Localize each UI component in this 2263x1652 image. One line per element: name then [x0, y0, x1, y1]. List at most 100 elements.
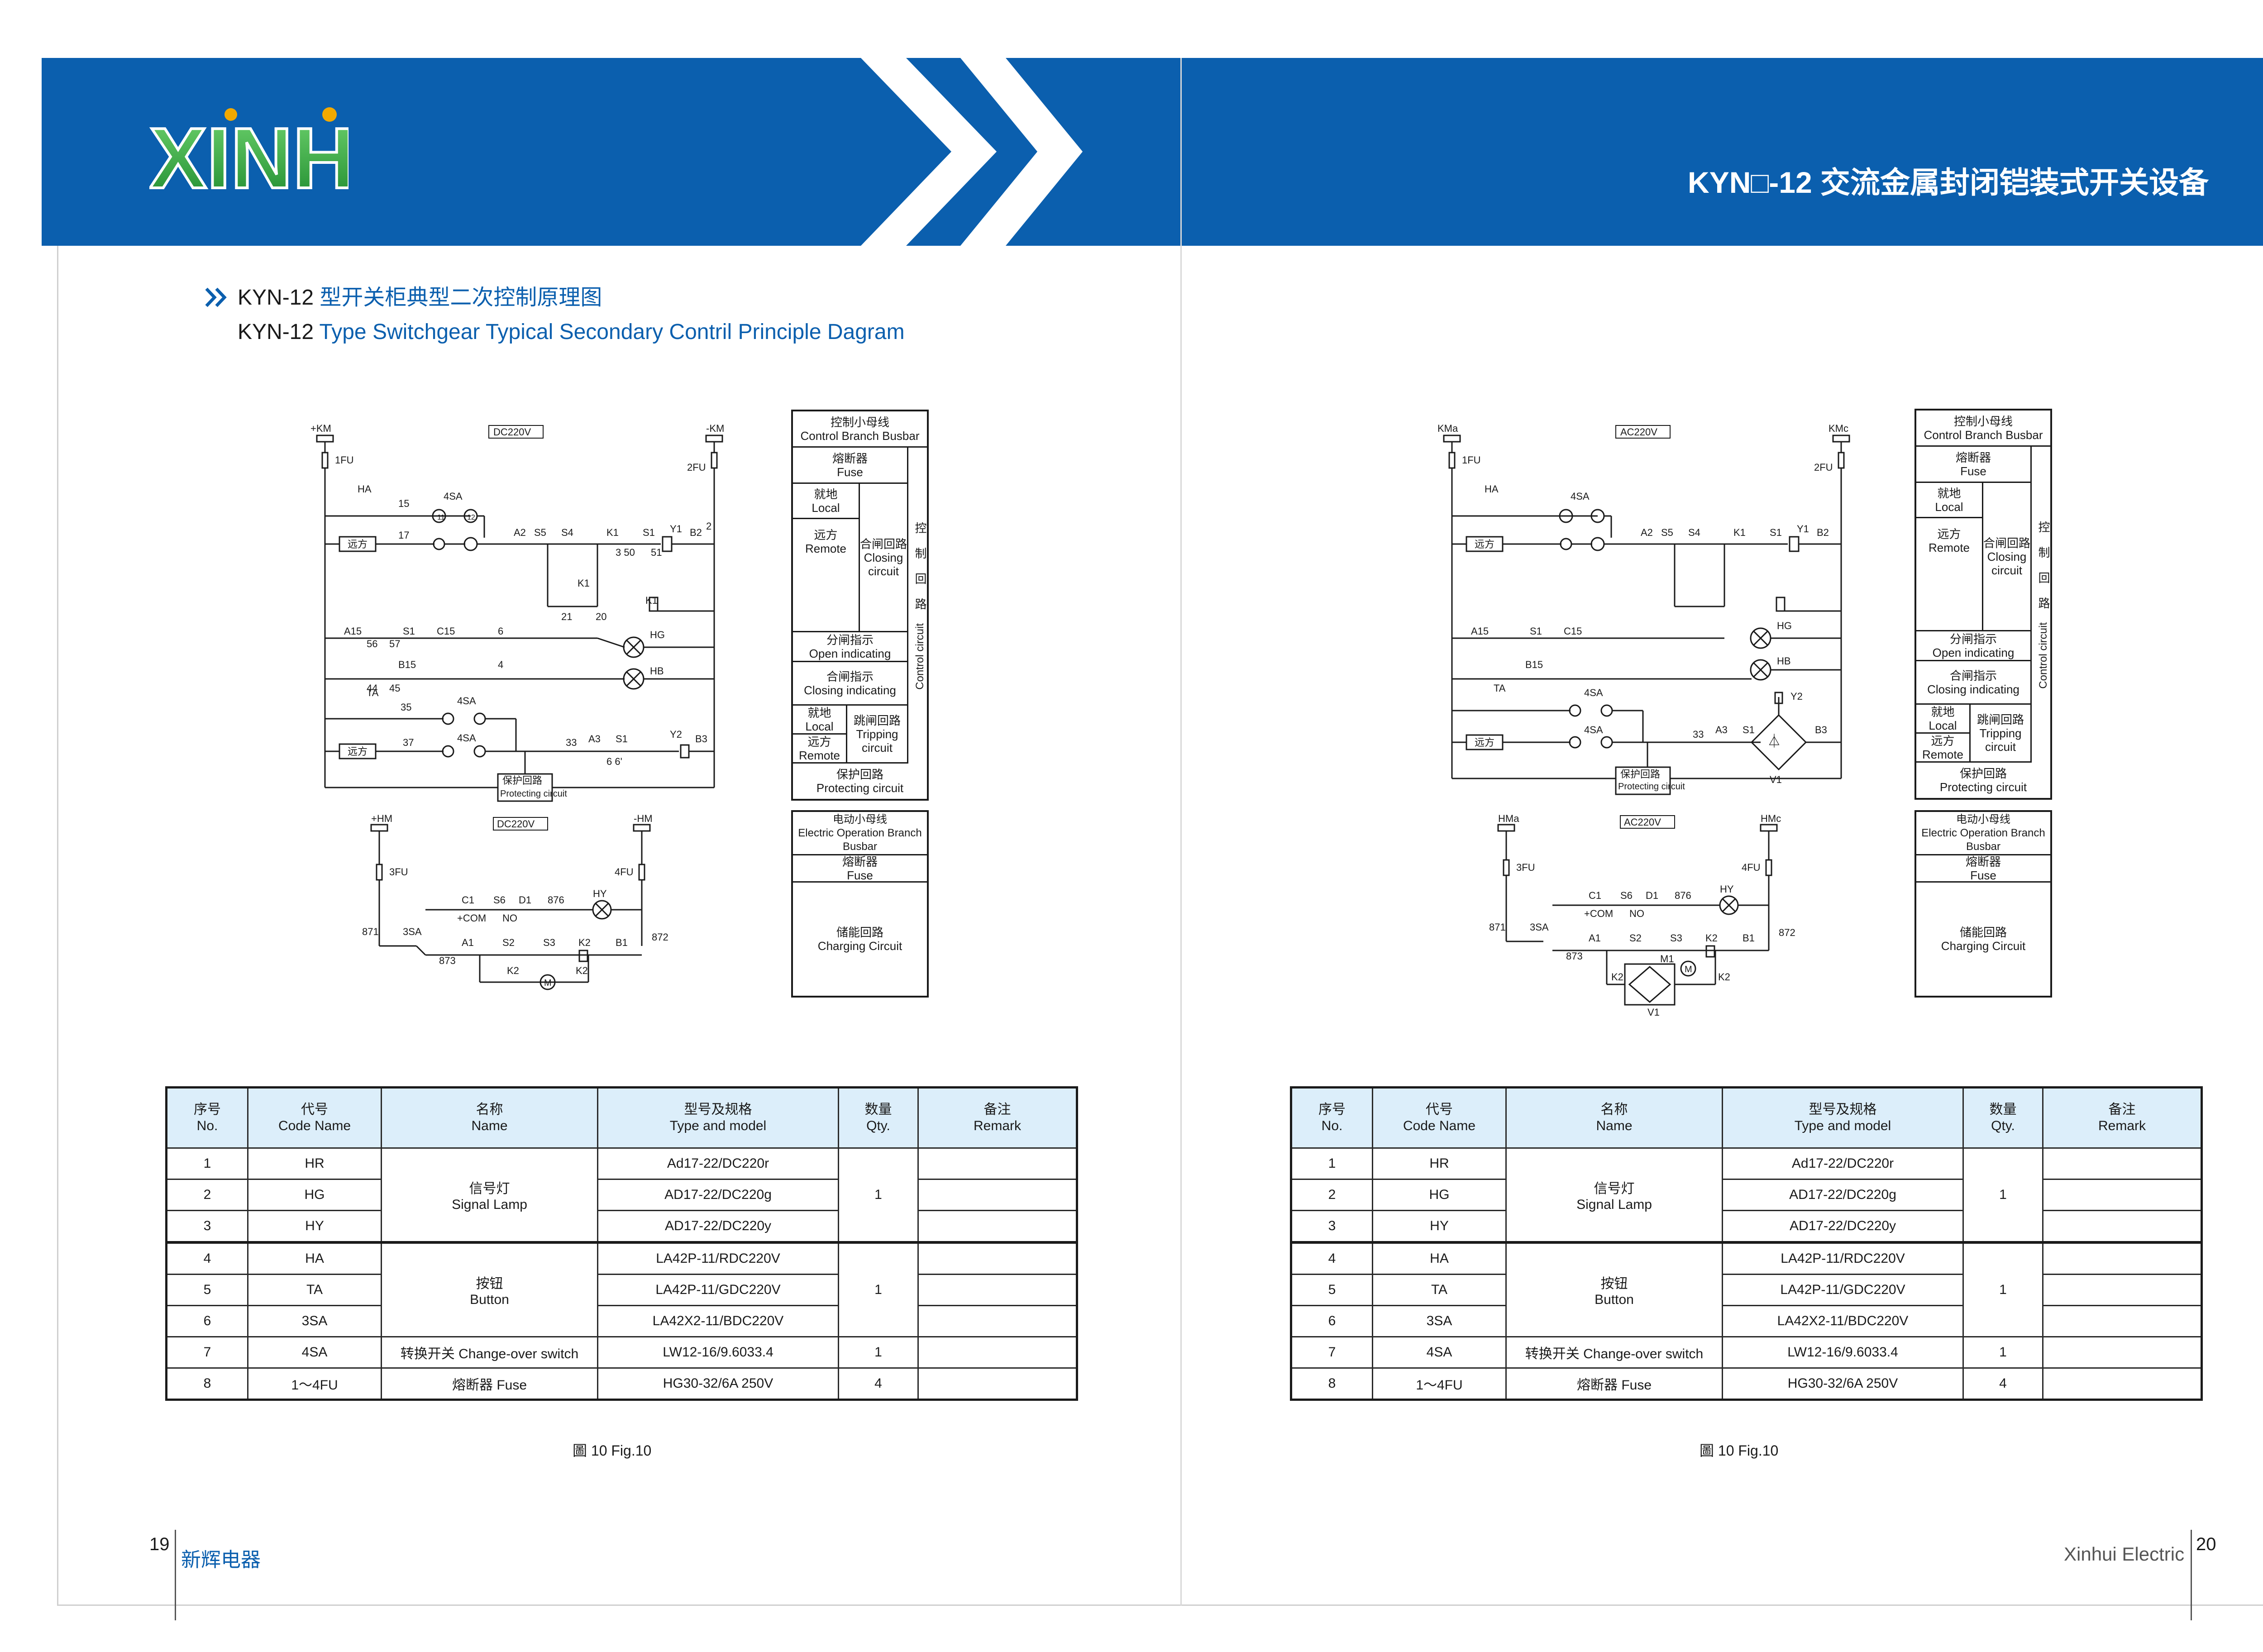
section-title-en: Type Switchgear Typical Secondary Contri… — [319, 320, 905, 344]
cell-code: 1～4FU — [1372, 1367, 1507, 1400]
no-label: NO — [502, 912, 517, 924]
th-type-zh: 型号及规格 — [684, 1102, 752, 1117]
a2-label-r: A2 — [1641, 527, 1653, 538]
charging-diagram-left — [370, 824, 651, 990]
n21-label: 21 — [561, 611, 572, 622]
b3-label: B3 — [695, 733, 707, 745]
cell-remark — [2042, 1241, 2202, 1275]
cell-remark — [917, 1241, 1078, 1275]
fu1-label-r: 1FU — [1462, 454, 1481, 466]
legend-closing-zh-r: 合闸回路 — [1983, 536, 2031, 550]
diagram-right-labels: KMa KMc AC220V 1FU 2FU HA 4SA 远方 A2 S5 S… — [1437, 423, 1848, 792]
cell-no: 7 — [166, 1336, 248, 1369]
remote-label-r: 远方 — [1475, 539, 1494, 550]
legend-local-en-r: Local — [1935, 500, 1963, 514]
company-logo: XINHUI — [149, 107, 349, 208]
n33-label-r: 33 — [1693, 729, 1704, 740]
op-busbar-en-r: Electric Operation Branch Busbar — [1921, 826, 2045, 853]
th-type-en-r: Type and model — [1794, 1118, 1891, 1133]
cell-remark — [2042, 1367, 2202, 1400]
cell-no: 6 — [1290, 1305, 1373, 1337]
s4-label-r: S4 — [1688, 527, 1700, 538]
op-busbar-zh: 电动小母线 — [833, 813, 887, 826]
page-divider — [1180, 58, 1182, 1606]
page-number-right: 20 — [2196, 1534, 2216, 1554]
legend-local2-en: Local — [805, 719, 834, 733]
cell-code: 4SA — [247, 1336, 382, 1369]
a15-label-r: A15 — [1471, 625, 1489, 637]
cell-remark — [917, 1179, 1078, 1211]
y2-label: Y2 — [670, 729, 682, 740]
sa4-label-r: 4SA — [1571, 491, 1590, 502]
voltage2-label: DC220V — [497, 818, 535, 830]
motor-label: M — [544, 978, 552, 988]
voltage-label: DC220V — [493, 426, 531, 438]
legend-fuse-en-r: Fuse — [1960, 464, 1986, 478]
k2c-label-r: K2 — [1718, 971, 1730, 983]
sa3-label: 3SA — [403, 926, 422, 937]
k2c-label: K2 — [576, 965, 588, 976]
th-code-zh: 代号 — [301, 1102, 328, 1117]
cell-type: LA42X2-11/BDC220V — [1722, 1305, 1964, 1337]
cell-code: HG — [1372, 1179, 1507, 1211]
cell-no: 2 — [166, 1179, 248, 1211]
ta-label-r: TA — [1494, 683, 1506, 694]
legend-busbar-en: Control Branch Busbar — [800, 429, 920, 443]
bus-pos-label-r: KMa — [1437, 423, 1458, 434]
legend-closing-zh: 合闸回路 — [860, 537, 907, 551]
cell-type: LW12-16/9.6033.4 — [1722, 1336, 1964, 1369]
cell-name-switch: 转换开关 Change-over switch — [1505, 1336, 1723, 1369]
th-name-zh-r: 名称 — [1600, 1102, 1628, 1117]
th-remark-en-r: Remark — [2098, 1118, 2146, 1133]
n871-label: 871 — [362, 926, 379, 937]
fu2-label-r: 2FU — [1814, 462, 1833, 473]
bus2-pos-label: +HM — [371, 815, 392, 824]
b1-label: B1 — [616, 937, 628, 948]
button-zh: 按钮 — [1600, 1276, 1628, 1291]
legend-remote-en: Remote — [805, 542, 847, 555]
n6-label: 6 — [498, 625, 503, 637]
s2-label-r: S2 — [1629, 932, 1642, 944]
lamp-en: Signal Lamp — [1576, 1197, 1652, 1212]
lamp-en: Signal Lamp — [452, 1197, 527, 1212]
legend-trip-en-r: Tripping circuit — [1979, 726, 2022, 754]
op-fuse-zh: 熔断器 — [842, 855, 878, 869]
s5-label: S5 — [534, 527, 546, 538]
s3-label-r: S3 — [1670, 932, 1682, 944]
cell-no: 1 — [166, 1147, 248, 1180]
hy-label-r: HY — [1720, 883, 1734, 895]
legend-remote-en-r: Remote — [1928, 541, 1970, 554]
s1c-label: S1 — [616, 733, 628, 745]
cell-no: 4 — [1290, 1241, 1373, 1275]
b3-label-r: B3 — [1815, 724, 1827, 735]
th-no-zh: 序号 — [194, 1102, 221, 1117]
th-qty-en-r: Qty. — [1991, 1118, 2015, 1133]
y1-label: Y1 — [670, 523, 682, 535]
fu4-label: 4FU — [615, 866, 634, 878]
cell-code: HA — [1372, 1241, 1507, 1275]
footer-company-en: Xinhui Electric — [2064, 1543, 2185, 1565]
cell-qty: 1 — [838, 1241, 919, 1337]
a15-label: A15 — [344, 625, 362, 637]
lamp-zh: 信号灯 — [469, 1181, 510, 1196]
legend-local2-en-r: Local — [1929, 718, 1957, 732]
s6-label: S6 — [493, 894, 506, 906]
cell-remark — [2042, 1336, 2202, 1369]
